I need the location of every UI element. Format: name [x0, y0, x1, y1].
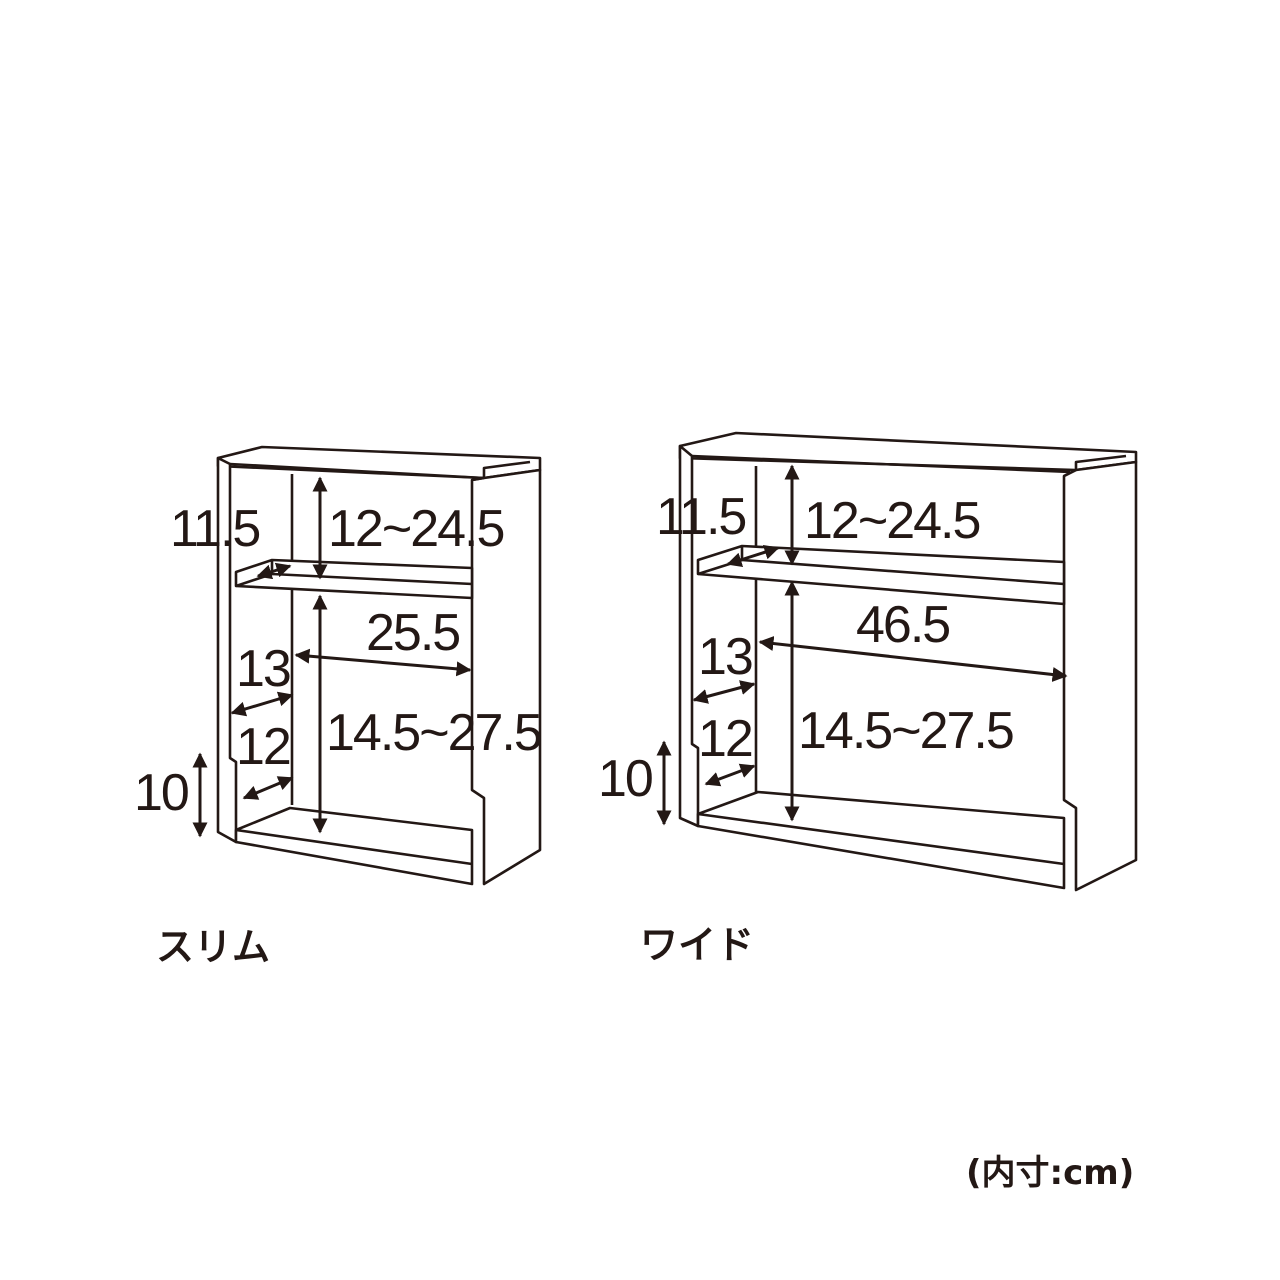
- wide-width-label: 46.5: [856, 596, 949, 654]
- slim-top-height-label: 11.5: [170, 500, 259, 558]
- wide-left-panel: [678, 444, 700, 828]
- slim-depth-upper-label: 13: [236, 640, 290, 698]
- wide-depth-upper-label: 13: [698, 628, 752, 686]
- wide-upper-range-label: 12~24.5: [804, 492, 979, 550]
- unit-note: (内寸:cm): [966, 1153, 1134, 1193]
- slim-depth-upper-arrow: [230, 691, 294, 717]
- wide-depth-upper-arrow: [692, 680, 756, 704]
- wide-depth-lower-label: 12: [698, 710, 752, 768]
- slim-upper-range-label: 12~24.5: [328, 500, 503, 558]
- slim-width-arrow: [294, 648, 472, 677]
- wide-width-arrow: [758, 636, 1068, 682]
- slim-caption: スリム: [156, 925, 270, 969]
- slim-shelf-drawing: [192, 445, 542, 886]
- wide-right-panel: [1062, 460, 1138, 892]
- wide-caption: ワイド: [640, 923, 754, 967]
- slim-depth-lower-arrow: [242, 776, 294, 800]
- slim-depth-lower-label: 12: [236, 718, 290, 776]
- slim-lower-range-label: 14.5~27.5: [326, 704, 541, 762]
- wide-top-height-label: 11.5: [656, 488, 745, 546]
- slim-shelf-depth-arrow: [256, 562, 292, 580]
- slim-right-panel: [470, 468, 542, 886]
- wide-shelf-depth-arrow: [726, 544, 780, 568]
- wide-depth-lower-arrow: [704, 763, 756, 787]
- slim-base-height-label: 10: [134, 764, 188, 822]
- wide-shelf-drawing: [656, 431, 1138, 892]
- wide-base-height-label: 10: [598, 750, 652, 808]
- slim-width-label: 25.5: [366, 604, 459, 662]
- slim-left-panel: [216, 456, 238, 844]
- wide-lower-range-label: 14.5~27.5: [798, 702, 1013, 760]
